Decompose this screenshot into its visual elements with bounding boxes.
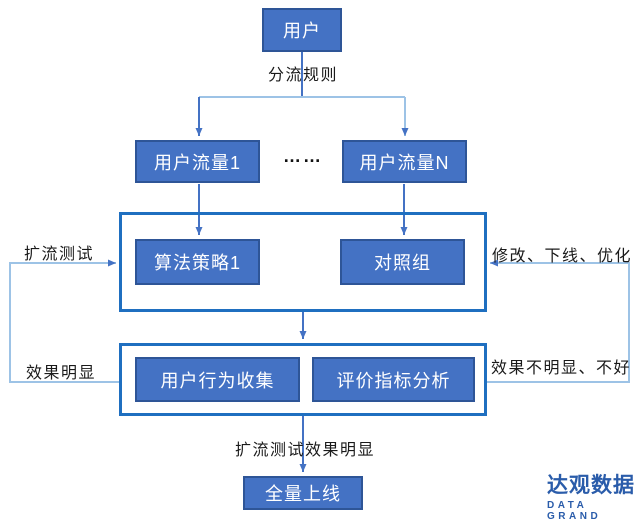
node-control: 对照组 [340, 239, 465, 285]
node-flowN: 用户流量N [342, 140, 467, 183]
ellipsis-between-flows: …… [283, 146, 323, 166]
label-expand-effect: 扩流测试效果明显 [234, 442, 376, 459]
experiment-group-container [119, 212, 487, 312]
node-launch: 全量上线 [243, 476, 363, 510]
label-effect-not-obvious: 效果不明显、不好 [491, 360, 632, 377]
node-user: 用户 [262, 8, 342, 52]
label-effect-obvious: 效果明显 [26, 365, 97, 382]
label-expand-test: 扩流测试 [24, 246, 95, 263]
node-metrics: 评价指标分析 [312, 357, 475, 402]
node-strategy1: 算法策略1 [135, 239, 260, 285]
edge-loop-left [9, 259, 119, 383]
logo-text-cn: 达观数据 [547, 474, 635, 497]
node-flow1: 用户流量1 [135, 140, 260, 183]
datagrand-logo: 达观数据 DATA GRAND [547, 474, 641, 523]
label-modify-offline-optimize: 修改、下线、优化 [492, 248, 633, 265]
edge-loop-right [487, 259, 630, 383]
logo-text-en: DATA GRAND [547, 500, 602, 522]
label-split-rule: 分流规则 [267, 67, 339, 84]
node-behavior: 用户行为收集 [135, 357, 300, 402]
analysis-container [119, 343, 487, 416]
